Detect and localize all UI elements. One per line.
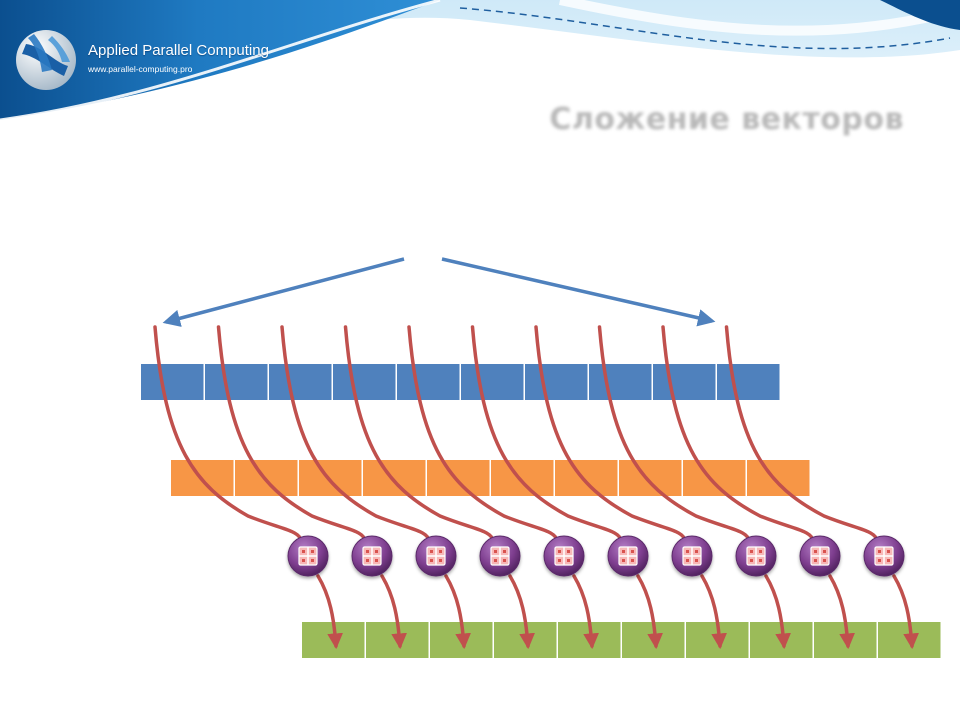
adder-icon — [682, 546, 702, 566]
vector-b-cell — [363, 460, 426, 496]
thread-input-arrow — [470, 325, 622, 540]
vector-a-cell — [397, 364, 460, 400]
thread-input-arrow — [534, 325, 686, 540]
adder-node — [671, 535, 713, 577]
thread-input-arrow — [153, 325, 302, 540]
thread-input-arrow — [597, 325, 750, 540]
adder-nodes — [287, 535, 905, 577]
vector-b-cell — [747, 460, 810, 496]
vector-a-cell — [333, 364, 396, 400]
adder-node — [799, 535, 841, 577]
thread-input-arrow — [724, 325, 878, 540]
thread-output-arrow — [892, 574, 919, 650]
adder-icon — [554, 546, 574, 566]
thread-input-arrow — [280, 325, 430, 540]
header-banner — [0, 0, 960, 122]
thread-output-arrow — [572, 574, 599, 650]
adder-icon — [298, 546, 318, 566]
vector-b — [171, 460, 810, 496]
vector-a-cell — [269, 364, 332, 400]
brand-name: Applied Parallel Computing — [88, 42, 269, 59]
vector-b-cell — [683, 460, 746, 496]
vector-a-cell — [461, 364, 524, 400]
thread-input-arrow — [343, 325, 494, 540]
vector-a-cell — [589, 364, 652, 400]
adder-node — [287, 535, 329, 577]
thread-output-arrow — [380, 574, 407, 650]
adder-node — [415, 535, 457, 577]
thread-output-arrow — [700, 574, 727, 650]
adder-icon — [746, 546, 766, 566]
adder-node — [607, 535, 649, 577]
vector-b-cell — [555, 460, 618, 496]
vector-b-cell — [491, 460, 554, 496]
thread-output-arrow — [508, 574, 535, 650]
thread-output-arrow — [828, 574, 855, 650]
vector-b-cell — [427, 460, 490, 496]
vector-a-cell — [205, 364, 268, 400]
thread-output-arrow — [764, 574, 791, 650]
split-arrow-right — [441, 257, 716, 327]
vector-b-cell — [619, 460, 682, 496]
adder-icon — [362, 546, 382, 566]
thread-output-arrows — [316, 574, 919, 650]
adder-node — [351, 535, 393, 577]
globe-logo-icon — [16, 30, 76, 90]
vector-a-cell — [653, 364, 716, 400]
thread-input-arrow — [407, 325, 558, 540]
adder-node — [863, 535, 905, 577]
split-arrow-left — [162, 257, 405, 327]
thread-output-arrow — [636, 574, 663, 650]
thread-input-arrows — [153, 325, 878, 540]
vector-a — [141, 364, 780, 400]
thread-input-arrow — [661, 325, 814, 540]
vector-a-cell — [141, 364, 204, 400]
adder-node — [479, 535, 521, 577]
adder-node — [543, 535, 585, 577]
adder-icon — [810, 546, 830, 566]
vector-a-cell — [717, 364, 780, 400]
adder-node — [735, 535, 777, 577]
vector-b-cell — [299, 460, 362, 496]
thread-input-arrow — [216, 325, 366, 540]
adder-icon — [426, 546, 446, 566]
adder-icon — [874, 546, 894, 566]
adder-icon — [490, 546, 510, 566]
adder-icon — [618, 546, 638, 566]
brand-url: www.parallel-computing.pro — [88, 64, 193, 74]
slide-title: Сложение векторов — [549, 102, 904, 137]
thread-output-arrow — [444, 574, 471, 650]
thread-output-arrow — [316, 574, 343, 650]
vector-a-cell — [525, 364, 588, 400]
